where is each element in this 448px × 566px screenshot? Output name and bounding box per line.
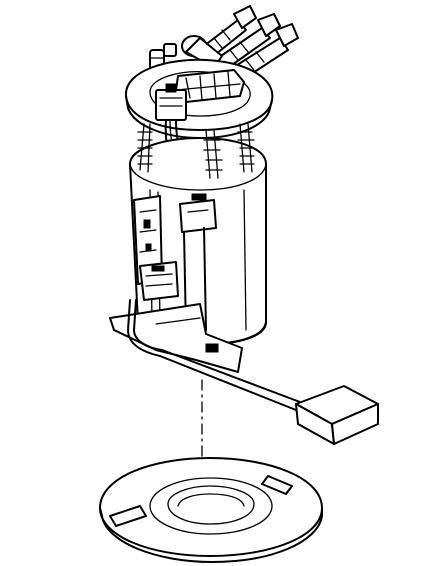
fuel-pump-reservoir-body [129,123,267,345]
modular-reservoir-top-cover [124,58,274,139]
fuel-level-sender-arm [109,299,321,421]
fuel-level-float [295,385,379,445]
sealing-ring-gasket [99,457,323,563]
support-springs [137,123,255,179]
